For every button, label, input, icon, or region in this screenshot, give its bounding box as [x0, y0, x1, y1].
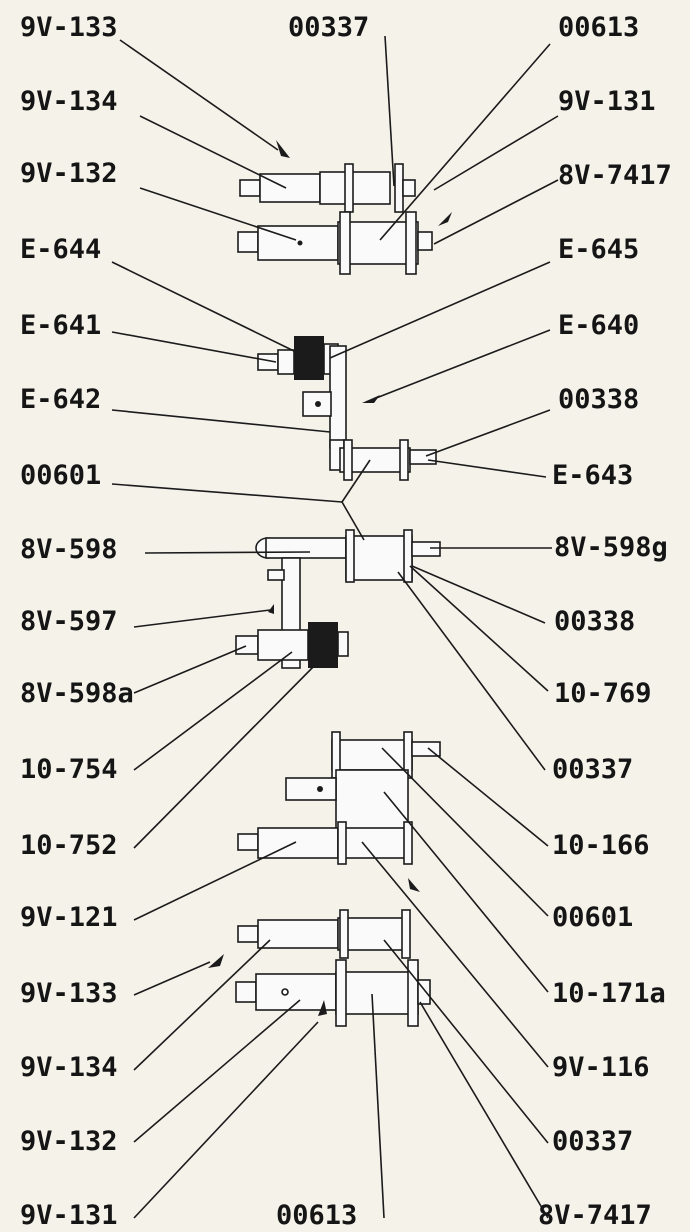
part-label: 9V-132 — [20, 1126, 118, 1157]
part-label: 8V-598 — [20, 534, 118, 565]
pin-assembly-lower-2 — [235, 959, 431, 1027]
part-label: 8V-7417 — [538, 1200, 652, 1231]
pin-assembly-lower-1 — [237, 909, 411, 959]
part-label: 8V-597 — [20, 606, 118, 637]
part-label: 00338 — [558, 384, 640, 415]
part-label: 9V-134 — [20, 86, 118, 117]
part-label: 9V-132 — [20, 158, 118, 189]
part-label: 00613 — [558, 12, 640, 43]
pin-assembly-upper-2 — [237, 211, 433, 275]
part-label: 00601 — [20, 460, 102, 491]
part-label: 9V-121 — [20, 902, 118, 933]
part-label: 9V-116 — [552, 1052, 650, 1083]
part-label: 00613 — [276, 1200, 358, 1231]
part-label: 10-752 — [20, 830, 118, 861]
part-label: 00337 — [288, 12, 370, 43]
part-label: 8V-7417 — [558, 160, 672, 191]
part-label: E-644 — [20, 234, 102, 265]
part-label: 00337 — [552, 1126, 634, 1157]
part-label: 9V-131 — [20, 1200, 118, 1231]
part-label: 00601 — [552, 902, 634, 933]
part-label: 10-166 — [552, 830, 650, 861]
part-label: 8V-598g — [554, 532, 668, 563]
part-label: E-643 — [552, 460, 634, 491]
leader-lines — [111, 35, 559, 1219]
part-label: E-640 — [558, 310, 640, 341]
part-label: E-645 — [558, 234, 640, 265]
part-label: 10-171a — [552, 978, 666, 1009]
part-label: 00337 — [552, 754, 634, 785]
part-label: 8V-598a — [20, 678, 134, 709]
part-label: E-641 — [20, 310, 102, 341]
frame-assembly — [237, 731, 441, 865]
part-label: 00338 — [554, 606, 636, 637]
part-label: 9V-134 — [20, 1052, 118, 1083]
lever-assembly — [235, 529, 441, 669]
part-label: 10-769 — [554, 678, 652, 709]
part-label: E-642 — [20, 384, 102, 415]
part-label: 9V-131 — [558, 86, 656, 117]
spring-bracket-assembly — [257, 336, 437, 481]
part-label: 9V-133 — [20, 12, 118, 43]
assembly-arrows — [208, 140, 452, 1016]
part-label: 10-754 — [20, 754, 118, 785]
pin-assembly-upper-1 — [239, 163, 416, 213]
part-label: 9V-133 — [20, 978, 118, 1009]
